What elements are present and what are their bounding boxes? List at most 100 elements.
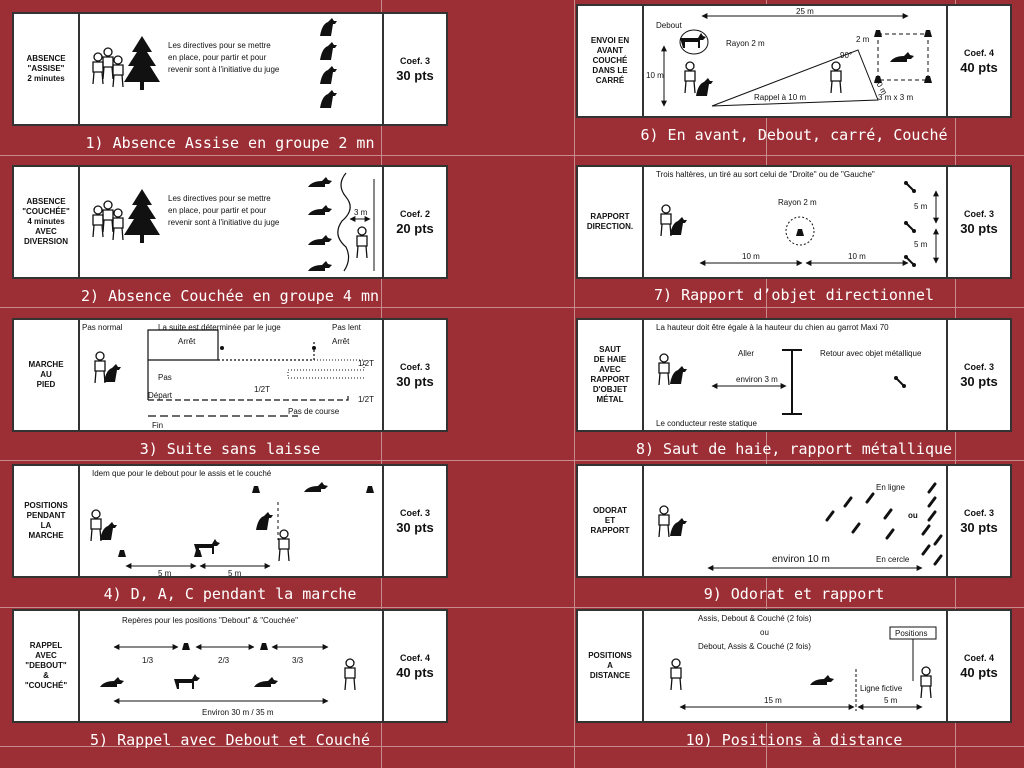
- cone-icon: [924, 30, 932, 37]
- dog-sitting-icon: [256, 512, 273, 530]
- exercise-caption: 5) Rappel avec Debout et Couché: [90, 731, 370, 749]
- third-label: 1/3: [142, 656, 154, 665]
- third-label: 3/3: [292, 656, 304, 665]
- coef-value: Coef. 3: [963, 208, 994, 219]
- diagram: Repères pour les positions "Debout" & "C…: [100, 616, 356, 717]
- statique-label: Le conducteur reste statique: [656, 419, 758, 428]
- pas-course-label: Pas de course: [288, 407, 340, 416]
- exercise-card-7: RAPPORT DIRECTION. Trois haltères, un ti…: [576, 165, 1012, 279]
- dogs-sitting: [320, 18, 337, 108]
- pegs-in-circle: [921, 524, 943, 566]
- diagram: Les directives pour se mettre en place, …: [92, 18, 337, 108]
- suite-label: La suite est déterminée par le juge: [158, 323, 281, 332]
- grid-line: [0, 307, 1024, 308]
- diagram: Debout 25 m Rayon 2 m 2 m 90° 10 m 10 m …: [646, 7, 932, 107]
- coef-value: Coef. 3: [399, 55, 430, 66]
- fictive-label: Ligne fictive: [860, 684, 903, 693]
- dog-icon: [670, 518, 687, 536]
- exercise-caption: 1) Absence Assise en groupe 2 mn: [85, 134, 375, 152]
- directives-line: revenir sont à l'initiative du juge: [168, 218, 280, 227]
- directives-line: revenir sont à l'initiative du juge: [168, 65, 280, 74]
- tree-icon: [124, 189, 160, 243]
- judge-icon: [920, 666, 932, 699]
- coef-value: Coef. 3: [399, 361, 430, 372]
- exercise-label: POSITIONS PENDANT LA MARCHE: [14, 466, 80, 576]
- distance-label: 10 m: [848, 252, 866, 261]
- coef-value: Coef. 4: [399, 652, 430, 663]
- handler-icon: [660, 204, 672, 237]
- exercise-caption: 8) Saut de haie, rapport métallique: [635, 440, 953, 458]
- half-turn-label: 1/2T: [254, 385, 270, 394]
- angle-label: 90°: [840, 51, 852, 60]
- metal-object-icon: [893, 375, 907, 389]
- exercise-card-5: RAPPEL AVEC "DEBOUT" & "COUCHÉ" Repères …: [12, 609, 448, 723]
- arret-label: Arrêt: [332, 337, 350, 346]
- diversion-line: [337, 172, 351, 272]
- en-ligne-label: En ligne: [876, 483, 905, 492]
- dog-lying-icon: [100, 677, 124, 687]
- exercise-caption: 4) D, A, C pendant la marche: [103, 585, 357, 603]
- half-turn-label: 1/2T: [358, 359, 374, 368]
- depart-label: Départ: [148, 391, 173, 400]
- rayon-label: Rayon 2 m: [726, 39, 765, 48]
- debout-label: Debout: [656, 21, 683, 30]
- cone-icon: [252, 486, 260, 493]
- exercise-card-3: MARCHE AU PIED Pas normal La suite est d…: [12, 318, 448, 432]
- exercise-label: ODORAT ET RAPPORT: [578, 466, 644, 576]
- en-cercle-label: En cercle: [876, 555, 910, 564]
- dumbbell-icon: [903, 254, 917, 268]
- aller-label: Aller: [738, 349, 754, 358]
- dumbbell-icon: [903, 180, 917, 194]
- ou-label: ou: [760, 628, 769, 637]
- grid-line: [574, 0, 575, 768]
- hurdle-icon: [782, 349, 802, 415]
- dog-standing-icon: [194, 539, 220, 554]
- sequence-label: Assis, Debout & Couché (2 fois): [698, 614, 812, 623]
- points-value: 40 pts: [960, 664, 998, 680]
- exercise-label: ABSENCE "COUCHÉE" 4 minutes AVEC DIVERSI…: [14, 167, 80, 277]
- distance-label: 5 m: [884, 696, 898, 705]
- handler-icon: [278, 529, 290, 562]
- points-value: 20 pts: [396, 220, 434, 236]
- exercise-label: ENVOI EN AVANT COUCHÉ DANS LE CARRÉ: [578, 6, 644, 116]
- points-value: 30 pts: [396, 519, 434, 535]
- exercise-caption: 10) Positions à distance: [685, 731, 903, 749]
- handler-icon: [684, 61, 696, 94]
- environ-label: environ 10 m: [772, 554, 830, 565]
- coef-value: Coef. 2: [399, 208, 430, 219]
- points-value: 30 pts: [960, 220, 998, 236]
- tree-icon: [124, 36, 160, 90]
- exercise-caption: 9) Odorat et rapport: [703, 585, 885, 603]
- exercise-caption: 2) Absence Couchée en groupe 4 mn: [80, 287, 379, 305]
- half-turn-label: 1/2T: [358, 395, 374, 404]
- third-label: 2/3: [218, 656, 230, 665]
- diagram: Les directives pour se mettre en place, …: [92, 172, 375, 272]
- hauteur-label: La hauteur doit être égale à la hauteur …: [656, 323, 889, 332]
- handler-icon: [658, 353, 670, 386]
- diagram: La hauteur doit être égale à la hauteur …: [656, 323, 922, 428]
- distance-label: 5 m: [914, 240, 928, 249]
- dog-standing-icon: [174, 674, 200, 689]
- handler-icon: [356, 226, 368, 259]
- coef-value: Coef. 3: [399, 507, 430, 518]
- handler-icon: [344, 658, 356, 691]
- directives-line: Les directives pour se mettre: [168, 194, 271, 203]
- dog-lying-icon: [890, 52, 914, 62]
- handler-icon: [90, 509, 102, 542]
- coef-value: Coef. 3: [963, 361, 994, 372]
- pas-lent-label: Pas lent: [332, 323, 362, 332]
- coef-value: Coef. 4: [963, 652, 994, 663]
- environ-label: Environ 30 m / 35 m: [202, 708, 274, 717]
- dog-icon: [100, 522, 117, 540]
- dog-icon: [104, 364, 121, 382]
- sign-label: Positions: [895, 629, 927, 638]
- path-fast: [148, 394, 349, 401]
- cone-icon: [366, 486, 374, 493]
- carre-label: 3 m x 3 m: [878, 93, 913, 102]
- group-persons: [92, 200, 124, 241]
- points-value: 30 pts: [396, 373, 434, 389]
- points-value: 30 pts: [960, 373, 998, 389]
